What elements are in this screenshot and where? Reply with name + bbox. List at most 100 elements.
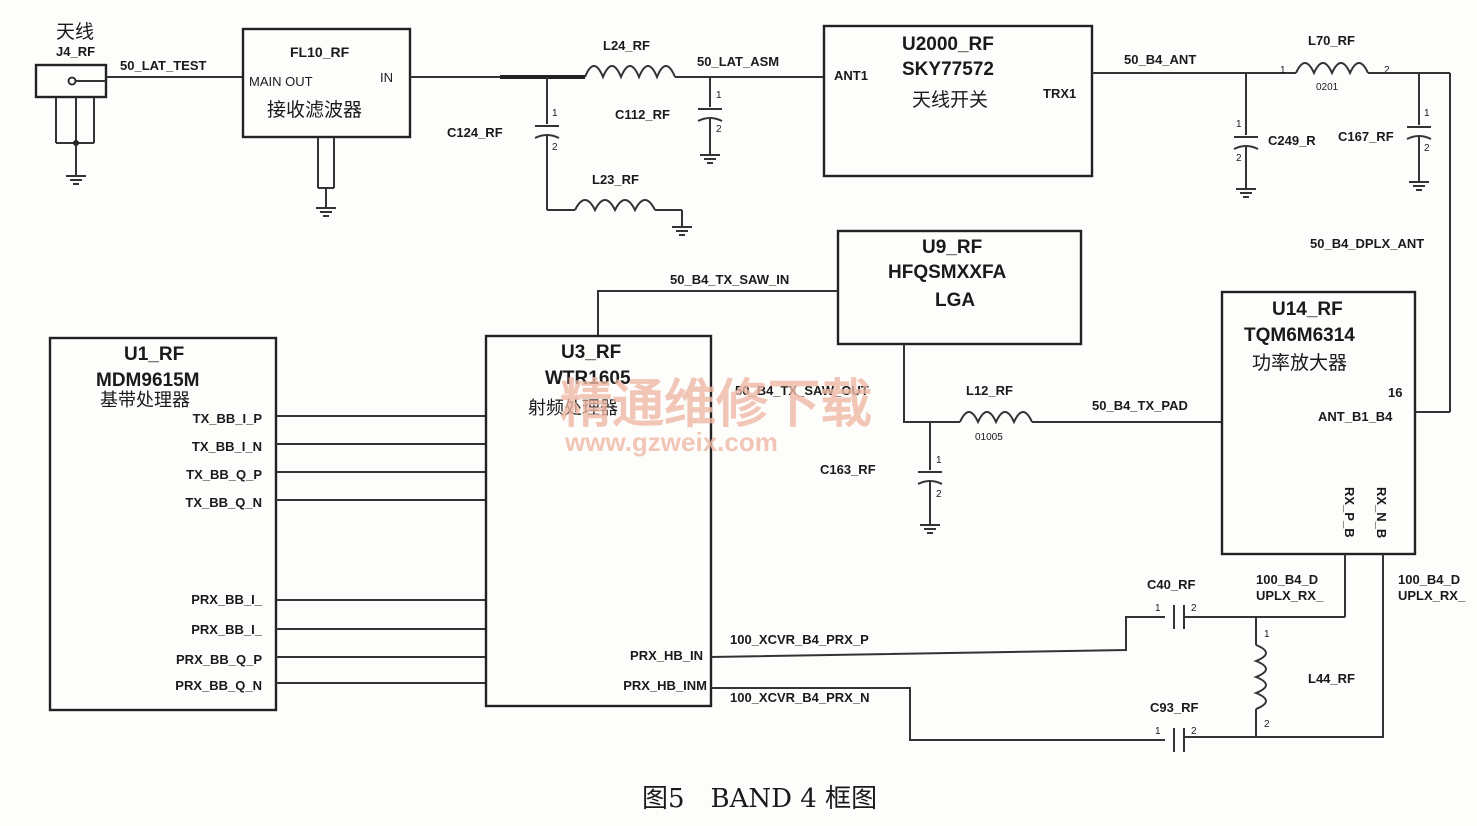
l70-package: 0201: [1316, 82, 1339, 93]
u14-ref: U14_RF: [1272, 299, 1343, 320]
watermark-cn: 精通维修下载: [560, 374, 872, 435]
baseband-bus-wires: [276, 415, 486, 684]
net-lat-test-label: 50_LAT_TEST: [120, 58, 207, 73]
filter-pin-in: IN: [380, 70, 393, 85]
l70-inductor: [1295, 62, 1369, 76]
c93-pin1: 1: [1155, 726, 1161, 737]
u2000-ref: U2000_RF: [902, 34, 994, 55]
net-c93-out-wire: [1184, 554, 1384, 738]
c40-label: C40_RF: [1147, 577, 1195, 592]
filter-fl10-box: [241, 27, 412, 139]
net-lat-asm-label: 50_LAT_ASM: [697, 54, 779, 69]
c167-pin2: 2: [1424, 143, 1430, 154]
u2000-name: 天线开关: [912, 89, 988, 111]
l44-pin2: 2: [1264, 719, 1270, 730]
c40-capacitor: [1173, 605, 1185, 629]
u1-pin-tx-bb-i-p: TX_BB_I_P: [193, 411, 263, 426]
u9-ref: U9_RF: [922, 237, 982, 258]
c249-pin2: 2: [1236, 153, 1242, 164]
u14-name: 功率放大器: [1252, 352, 1347, 374]
net-b4-dplx-ant-label: 50_B4_DPLX_ANT: [1310, 236, 1424, 251]
c167-capacitor: [1406, 73, 1432, 191]
u1-box: [48, 336, 278, 712]
u1-pin-prx-bb-q-p: PRX_BB_Q_P: [176, 652, 262, 667]
u1-name: 基带处理器: [100, 390, 190, 411]
c40-pin2: 2: [1191, 603, 1197, 614]
filter-name: 接收滤波器: [267, 99, 362, 121]
l12-package: 01005: [975, 432, 1003, 443]
l44-inductor: [1253, 644, 1267, 710]
u1-part: MDM9615M: [96, 370, 199, 391]
u14-pin-number: 16: [1388, 385, 1402, 400]
net-b4-tx-saw-out-wire: [903, 344, 960, 423]
figure-caption: 图5 BAND 4 框图: [642, 784, 877, 814]
l70-pin1: 1: [1280, 65, 1286, 76]
u1-pin-tx-bb-q-n: TX_BB_Q_N: [185, 495, 262, 510]
c249-pin1: 1: [1236, 119, 1242, 130]
l12-label: L12_RF: [966, 383, 1013, 398]
l12-inductor: [959, 411, 1033, 425]
u14-pin-rx-p: RX_P_B: [1342, 487, 1357, 538]
c163-label: C163_RF: [820, 462, 876, 477]
u3-ref: U3_RF: [561, 342, 621, 363]
c124-label: C124_RF: [447, 125, 503, 140]
u3-part: WTR1605: [545, 368, 631, 389]
c93-pin2: 2: [1191, 726, 1197, 737]
net-b4-tx-saw-out-label: 50_B4_TX_SAW_OUT: [735, 383, 869, 398]
u1-ref: U1_RF: [124, 344, 184, 365]
filter-pin-main-out: MAIN OUT: [249, 74, 313, 89]
c93-label: C93_RF: [1150, 700, 1198, 715]
c249-capacitor: [1233, 73, 1259, 198]
c112-pin1: 1: [716, 90, 722, 101]
net-b4-tx-saw-in-label: 50_B4_TX_SAW_IN: [670, 272, 789, 287]
u9-part: HFQSMXXFA: [888, 262, 1007, 283]
l44-pin1: 1: [1264, 629, 1270, 640]
c167-pin1: 1: [1424, 108, 1430, 119]
u3-pin-prx-hb-inm: PRX_HB_INM: [623, 678, 707, 693]
net-xcvr-prx-n-wire: [711, 687, 1165, 741]
u2000-pin-ant1: ANT1: [834, 68, 868, 83]
u1-pin-tx-bb-q-p: TX_BB_Q_P: [186, 467, 262, 482]
l23-ground: [655, 209, 692, 236]
c112-label: C112_RF: [615, 107, 670, 122]
c163-pin1: 1: [936, 455, 942, 466]
l44-label: L44_RF: [1308, 671, 1355, 686]
u9-box: [836, 229, 1083, 346]
net-b4-tx-saw-in-wire: [597, 290, 838, 336]
net-b4-ant-label: 50_B4_ANT: [1124, 52, 1196, 67]
l23-label: L23_RF: [592, 172, 639, 187]
net-duplx-rx-n-line1: 100_B4_D: [1398, 572, 1460, 587]
u1-pin-prx-bb-i-a: PRX_BB_I_: [191, 592, 263, 607]
net-duplx-rx-p-line1: 100_B4_D: [1256, 572, 1318, 587]
filter-ref: FL10_RF: [290, 44, 350, 60]
net-duplx-rx-p-line2: UPLX_RX_: [1256, 588, 1324, 603]
l24-inductor: [584, 65, 676, 80]
net-xcvr-prx-n-label: 100_XCVR_B4_PRX_N: [730, 690, 869, 705]
u14-pin-rx-n: RX_N_B: [1374, 487, 1389, 538]
c167-label: C167_RF: [1338, 129, 1394, 144]
l24-label: L24_RF: [603, 38, 650, 53]
filter-ground: [316, 137, 336, 217]
net-xcvr-prx-p-wire: [710, 616, 1165, 658]
u1-pin-tx-bb-i-n: TX_BB_I_N: [192, 439, 262, 454]
l70-label: L70_RF: [1308, 33, 1355, 48]
c93-capacitor: [1173, 728, 1185, 752]
u1-pin-prx-bb-q-n: PRX_BB_Q_N: [175, 678, 262, 693]
u2000-pin-trx1: TRX1: [1043, 86, 1076, 101]
u2000-box: [822, 24, 1094, 178]
c163-capacitor: [917, 422, 943, 534]
l23-inductor: [574, 199, 656, 213]
u1-pin-prx-bb-i-b: PRX_BB_I_: [191, 622, 263, 637]
net-duplx-rx-n-line2: UPLX_RX_: [1398, 588, 1466, 603]
u9-package: LGA: [935, 290, 975, 311]
u3-pin-prx-hb-in: PRX_HB_IN: [630, 648, 703, 663]
u14-part: TQM6M6314: [1244, 325, 1355, 346]
u3-box: [484, 334, 713, 708]
u14-pin-ant: ANT_B1_B4: [1318, 409, 1393, 424]
c124-pin2: 2: [552, 142, 558, 153]
antenna-connector: [34, 63, 108, 185]
c249-label: C249_R: [1268, 133, 1316, 148]
watermark-url: www.gzweix.com: [564, 427, 778, 457]
